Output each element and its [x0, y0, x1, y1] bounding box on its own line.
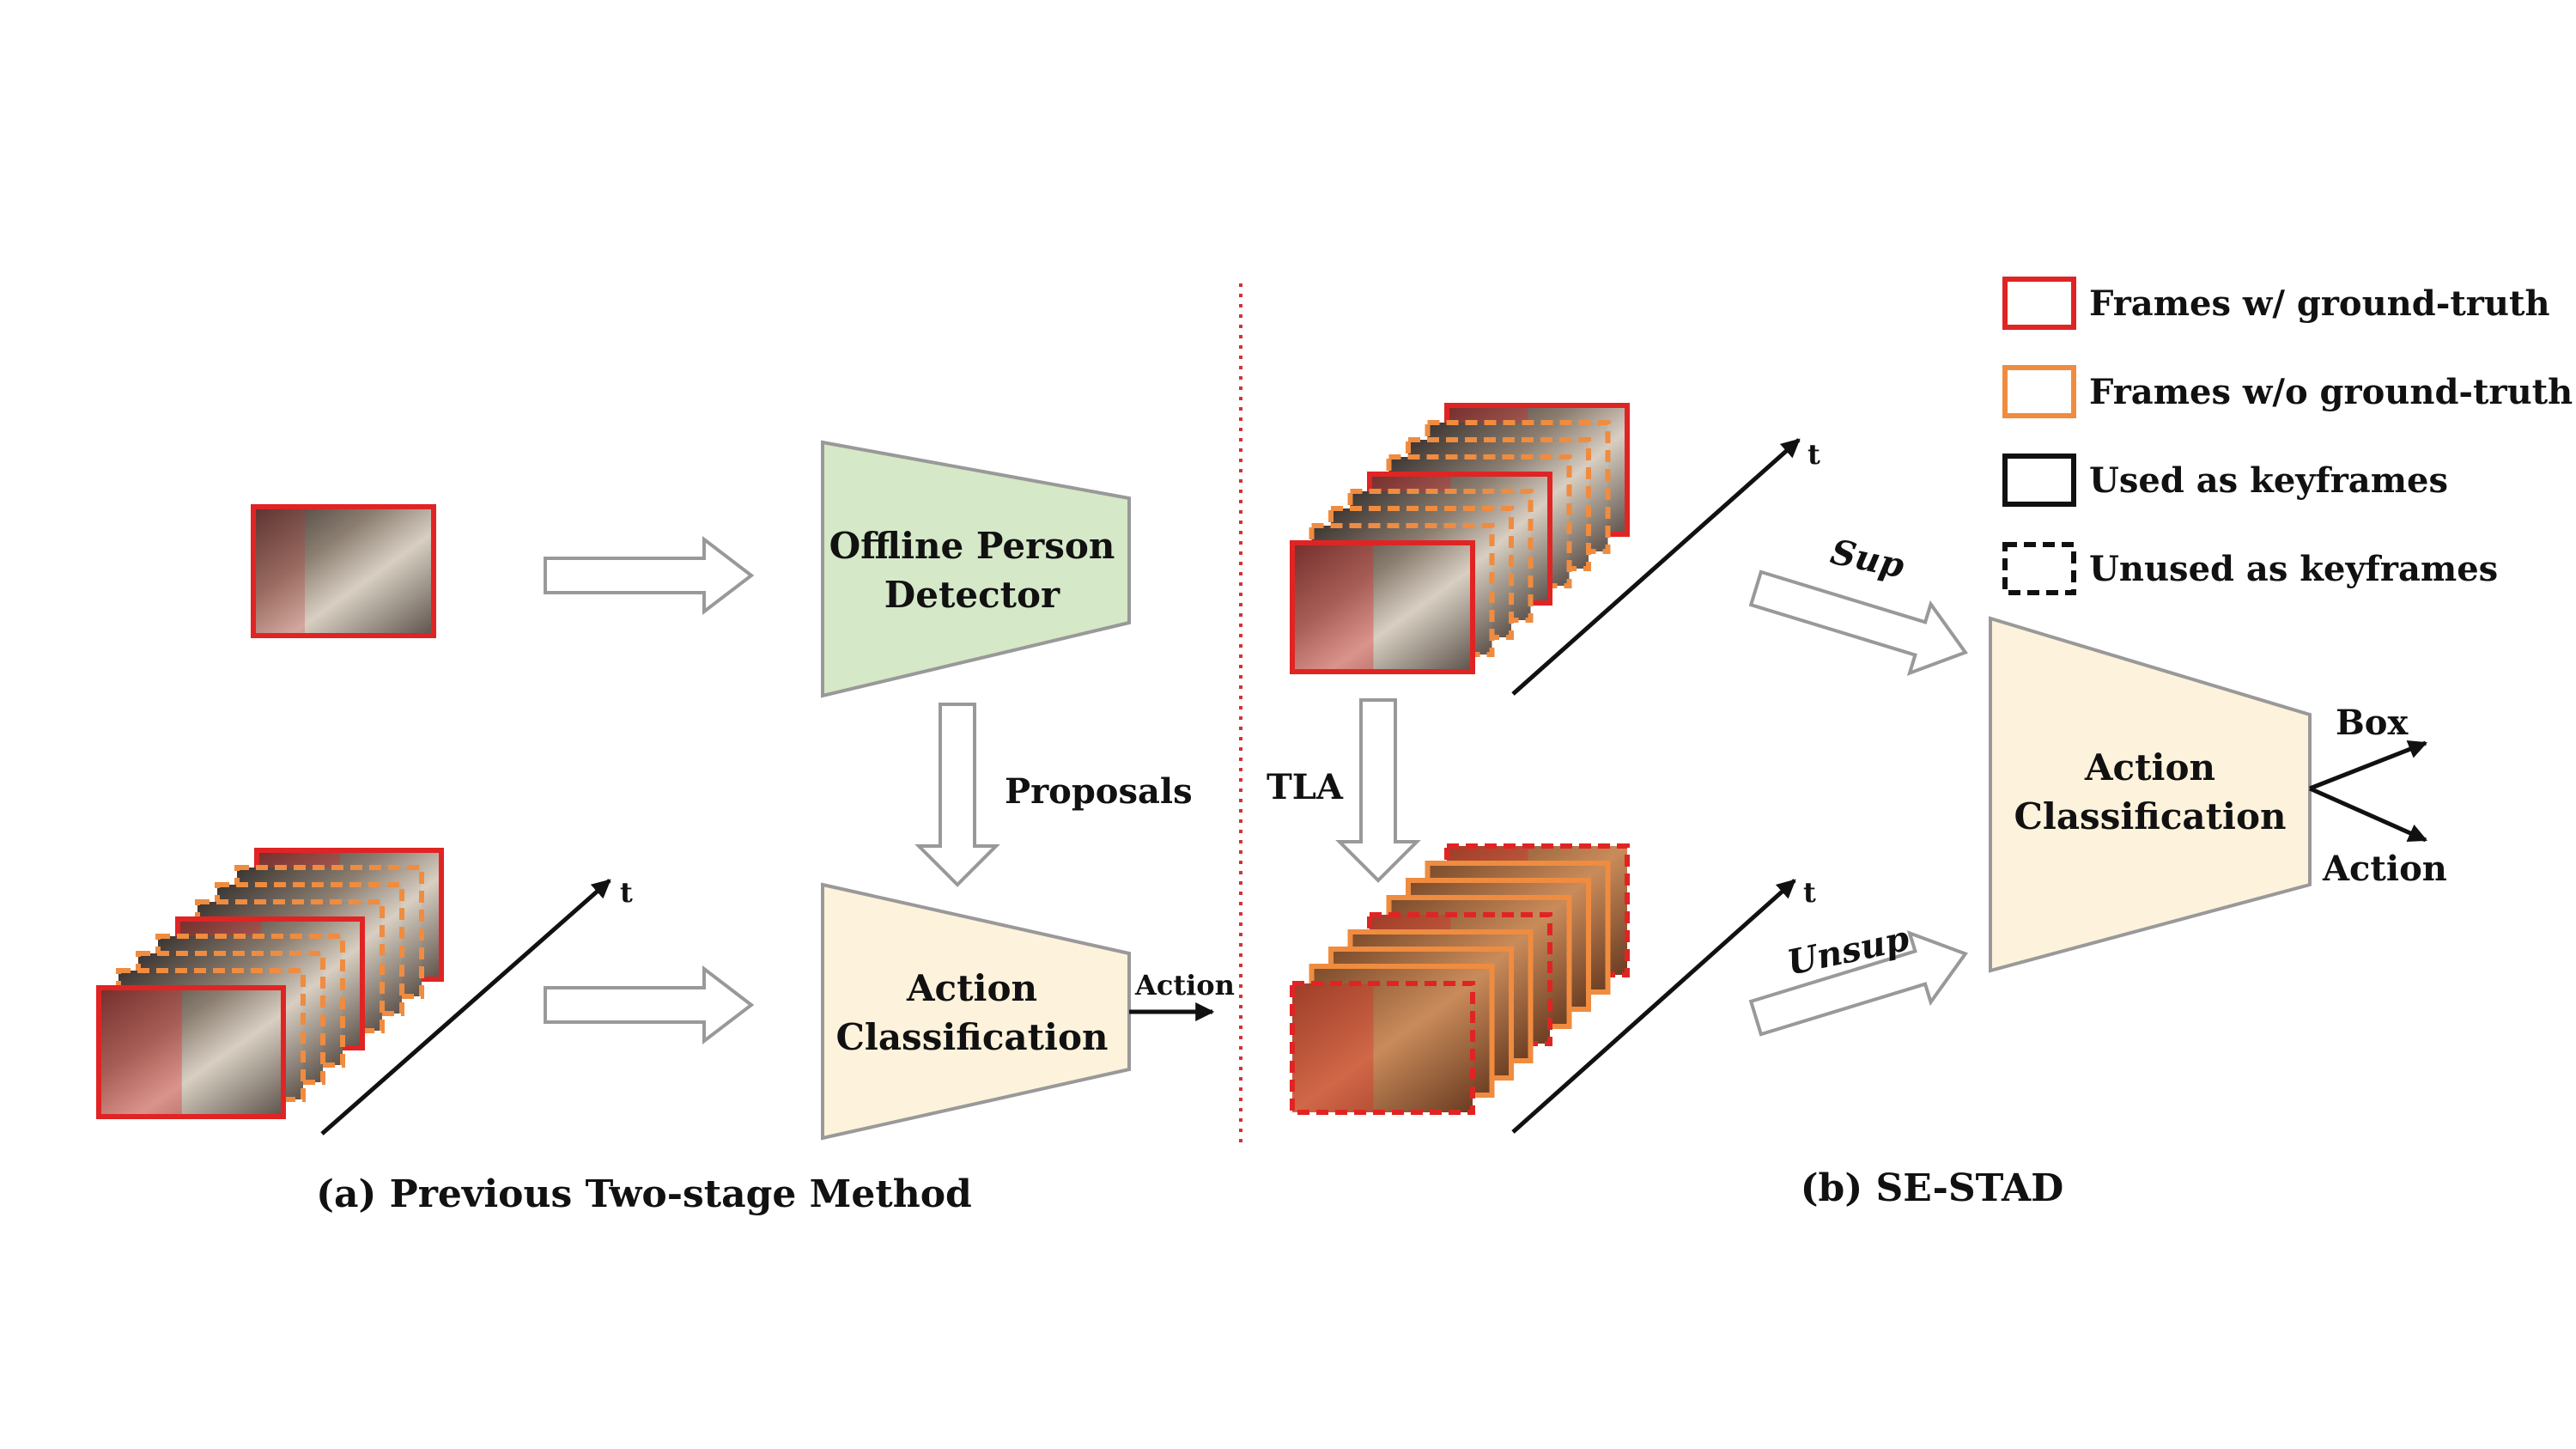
- frame-border: [96, 985, 286, 1119]
- legend-label: Unused as keyframes: [2089, 549, 2498, 589]
- classifier-b-line1: Action: [2084, 746, 2215, 788]
- time-axis-b-top-label: t: [1807, 438, 1820, 471]
- hollow-arrow-to-detector: [544, 535, 755, 616]
- hollow-arrow-sup: [1748, 569, 1969, 676]
- legend-item: Used as keyframes: [2002, 454, 2448, 507]
- output-label-a: Action: [1134, 969, 1235, 1002]
- detector-label-line1: Offline Person: [829, 525, 1115, 567]
- hollow-arrow-to-classifier-a: [544, 965, 755, 1045]
- proposals-label: Proposals: [1005, 771, 1193, 812]
- frame-border: [1290, 981, 1475, 1115]
- frame-stack-b-bottom: [1290, 843, 1630, 1115]
- detector-label-line2: Detector: [884, 574, 1060, 616]
- sup-label: Sup: [1827, 532, 1908, 587]
- hollow-arrow-tla: [1335, 698, 1421, 883]
- panel-b: t TLA t Sup Unsup Action Classification …: [1267, 403, 2447, 1210]
- frame-border: [1290, 540, 1475, 674]
- legend-item: Frames w/ ground-truth: [2002, 277, 2550, 330]
- single-keyframe: [251, 504, 436, 638]
- legend-swatch: [2002, 277, 2076, 330]
- legend-label: Frames w/o ground-truth: [2089, 372, 2573, 412]
- classifier-a-line1: Action: [906, 967, 1037, 1009]
- keyframe-border: [251, 504, 436, 638]
- legend-item: Frames w/o ground-truth: [2002, 365, 2573, 418]
- hollow-arrow-unsup: [1748, 930, 1969, 1037]
- output-action-label: Action: [2322, 849, 2447, 889]
- time-axis-a: [320, 879, 611, 1135]
- time-axis-b-top: [1511, 438, 1801, 696]
- panel-a: Offline Person Detector Proposals t Acti…: [96, 440, 1235, 1216]
- legend-swatch: [2002, 542, 2076, 595]
- time-axis-b-bottom-label: t: [1803, 876, 1816, 909]
- action-classification-a: Action Classification: [821, 882, 1131, 1141]
- output-arrow-action: [2308, 786, 2428, 843]
- frame: [96, 985, 286, 1119]
- legend-item: Unused as keyframes: [2002, 542, 2498, 595]
- frame: [1290, 540, 1475, 674]
- time-axis-b-bottom: [1511, 879, 1796, 1134]
- action-classification-b: Action Classification: [1989, 616, 2312, 973]
- hollow-arrow-proposals: [914, 703, 1000, 887]
- time-axis-a-label: t: [620, 876, 633, 909]
- frame: [1290, 981, 1475, 1115]
- output-arrow-box: [2309, 740, 2428, 791]
- classifier-b-line2: Classification: [2014, 795, 2286, 837]
- tla-label: TLA: [1267, 767, 1344, 807]
- offline-person-detector: Offline Person Detector: [821, 440, 1131, 698]
- frame-stack-a: [96, 848, 444, 1119]
- classifier-a-line2: Classification: [835, 1016, 1108, 1058]
- frame-stack-b-top: [1290, 403, 1630, 674]
- legend-label: Frames w/ ground-truth: [2089, 283, 2550, 324]
- caption-b: (b) SE-STAD: [1801, 1166, 2064, 1210]
- output-box-label: Box: [2336, 703, 2409, 743]
- caption-a: (a) Previous Two-stage Method: [316, 1172, 972, 1216]
- legend-swatch: [2002, 454, 2076, 507]
- legend-swatch: [2002, 365, 2076, 418]
- legend-label: Used as keyframes: [2089, 460, 2448, 501]
